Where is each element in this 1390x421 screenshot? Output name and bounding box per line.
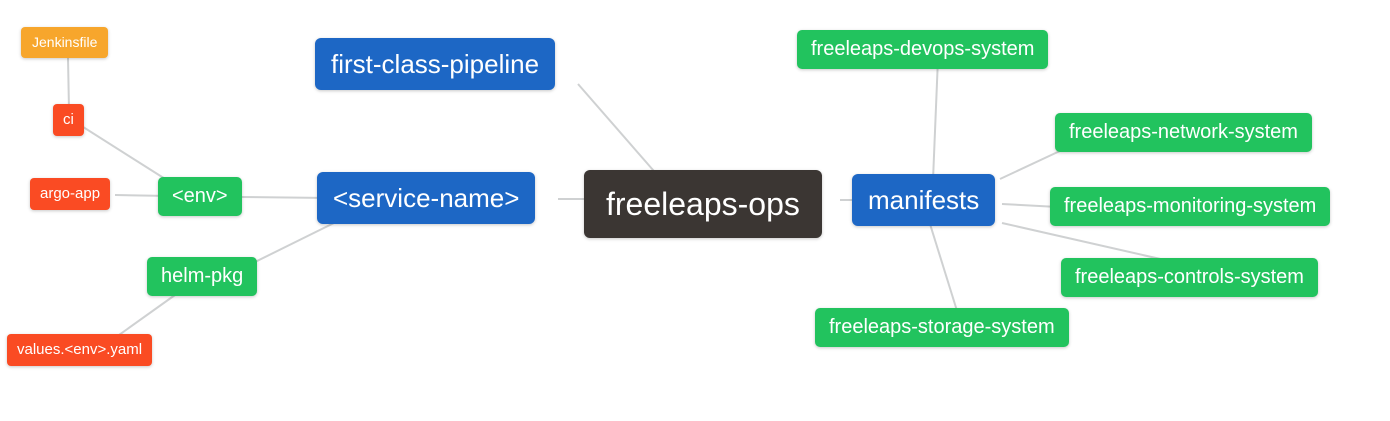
edge-ci-env bbox=[79, 124, 171, 183]
node-manifests[interactable]: manifests bbox=[852, 174, 996, 226]
node-freeleaps-ops[interactable]: freeleaps-ops bbox=[584, 170, 822, 238]
node-values-env-yaml[interactable]: values.<env>.yaml bbox=[7, 334, 153, 366]
edge-jenkinsfile-ci bbox=[67, 57, 70, 111]
node-freeleaps-storage-system[interactable]: freeleaps-storage-system bbox=[815, 308, 1069, 347]
node-freeleaps-controls-system[interactable]: freeleaps-controls-system bbox=[1061, 258, 1318, 297]
node-freeleaps-devops-system[interactable]: freeleaps-devops-system bbox=[797, 30, 1049, 69]
edge-first-class-pipeline-ops bbox=[577, 83, 661, 179]
node-env[interactable]: <env> bbox=[158, 177, 242, 216]
edge-service-name-helm-pkg bbox=[252, 219, 341, 264]
node-freeleaps-monitoring-system[interactable]: freeleaps-monitoring-system bbox=[1050, 187, 1331, 226]
node-ci[interactable]: ci bbox=[53, 104, 84, 136]
node-service-name[interactable]: <service-name> bbox=[317, 172, 536, 224]
edge-env-service-name bbox=[239, 196, 331, 199]
edge-manifests-devops bbox=[932, 57, 939, 181]
node-freeleaps-network-system[interactable]: freeleaps-network-system bbox=[1055, 113, 1312, 152]
edge-manifests-network bbox=[999, 149, 1063, 180]
node-argo-app[interactable]: argo-app bbox=[30, 178, 111, 210]
edge-manifests-controls bbox=[1001, 222, 1179, 264]
node-jenkinsfile[interactable]: Jenkinsfile bbox=[21, 27, 109, 58]
edge-manifests-storage bbox=[929, 223, 959, 315]
node-helm-pkg[interactable]: helm-pkg bbox=[147, 257, 258, 296]
edge-manifests-monitoring bbox=[1001, 203, 1059, 208]
edge-helm-pkg-values-env-yaml bbox=[111, 289, 183, 341]
node-first-class-pipeline[interactable]: first-class-pipeline bbox=[315, 38, 556, 90]
